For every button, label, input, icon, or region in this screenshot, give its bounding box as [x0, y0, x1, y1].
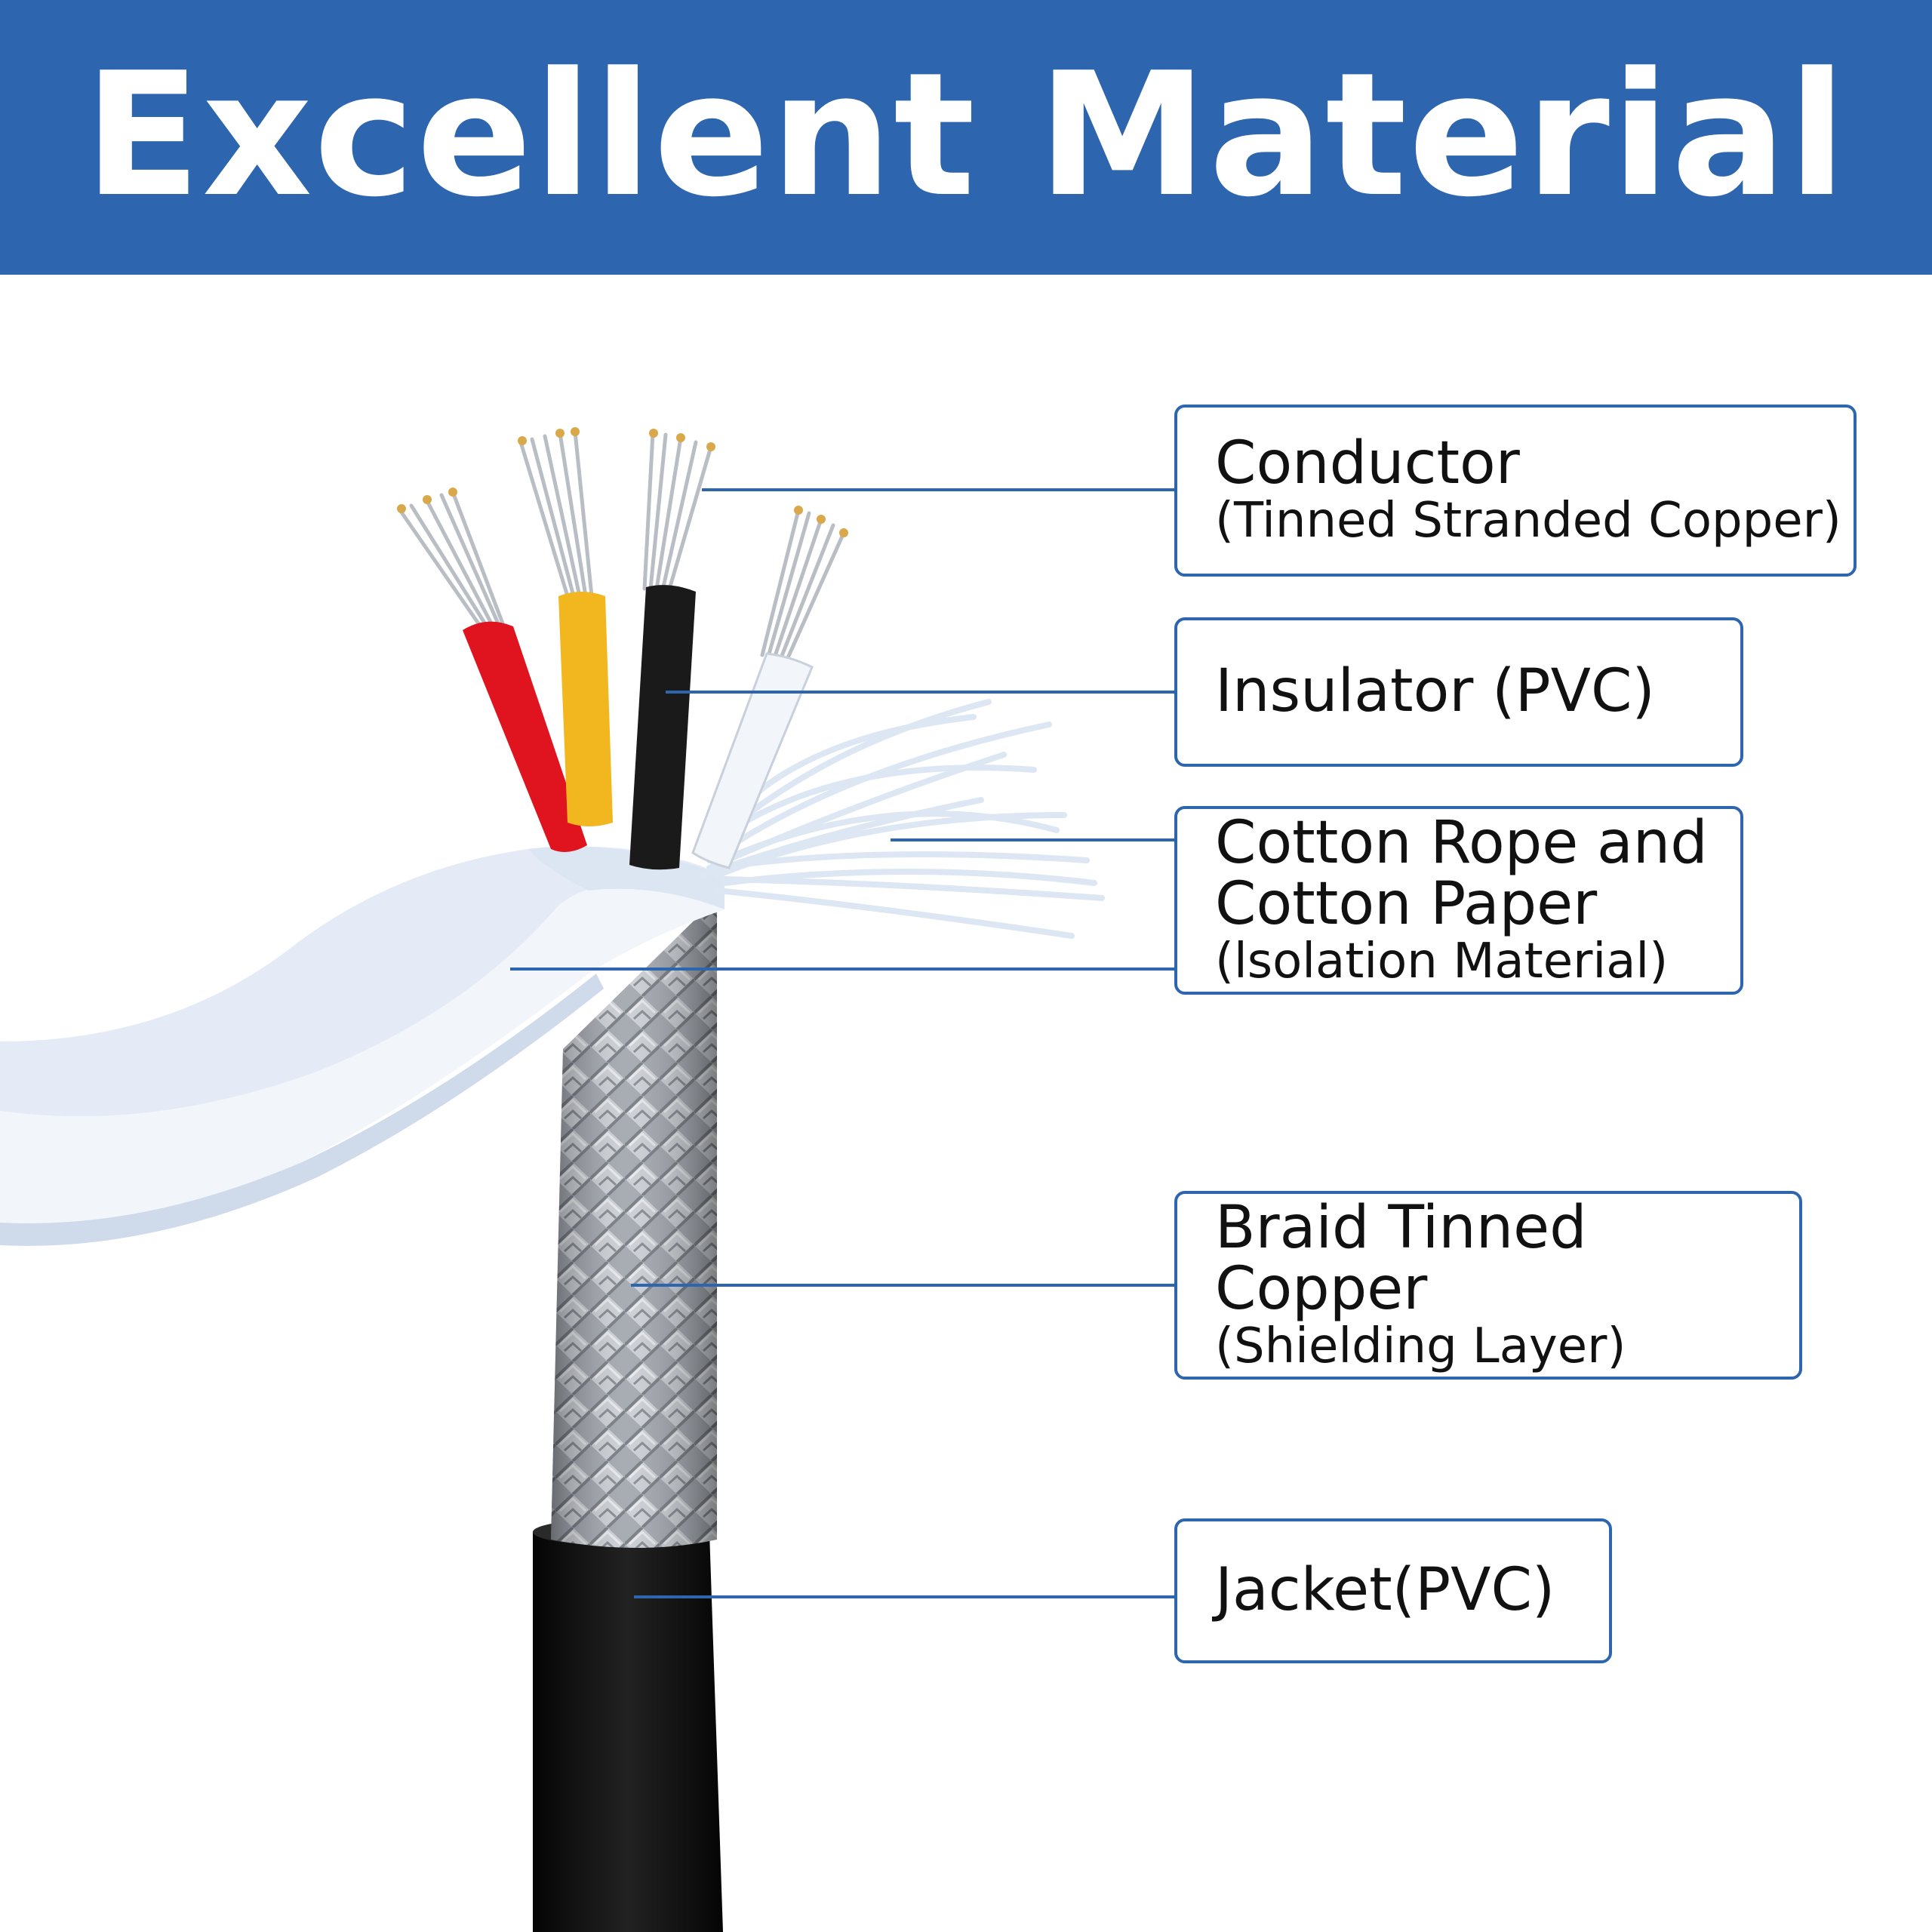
insulated-wires	[463, 585, 814, 870]
page-title: Excellent Material	[84, 36, 1848, 235]
braid-shield-layer	[551, 898, 717, 1548]
label-title-braid: Braid Tinned Copper	[1215, 1193, 1587, 1323]
header-banner: Excellent Material	[0, 0, 1932, 275]
label-box-conductor: Conductor (Tinned Stranded Copper)	[1174, 405, 1857, 577]
label-title-insulator: Insulator (PVC)	[1215, 657, 1655, 726]
label-title-cotton: Cotton Rope and Cotton Paper	[1215, 808, 1708, 938]
label-box-braid: Braid Tinned Copper (Shielding Layer)	[1174, 1191, 1802, 1380]
label-box-insulator: Insulator (PVC)	[1174, 617, 1743, 767]
label-subtitle-braid: (Shielding Layer)	[1215, 1318, 1626, 1374]
label-title-jacket: Jacket(PVC)	[1215, 1556, 1555, 1625]
jacket-layer	[533, 1518, 723, 1932]
label-box-jacket: Jacket(PVC)	[1174, 1518, 1612, 1663]
label-subtitle-cotton: (lsolation Material)	[1215, 933, 1669, 989]
label-subtitle-conductor: (Tinned Stranded Copper)	[1215, 493, 1841, 549]
label-box-cotton: Cotton Rope and Cotton Paper (lsolation …	[1174, 806, 1743, 995]
conductor-strands	[398, 429, 846, 663]
conductor-tips	[397, 427, 848, 537]
leader-lines	[510, 488, 1176, 1598]
label-title-conductor: Conductor	[1215, 429, 1520, 498]
